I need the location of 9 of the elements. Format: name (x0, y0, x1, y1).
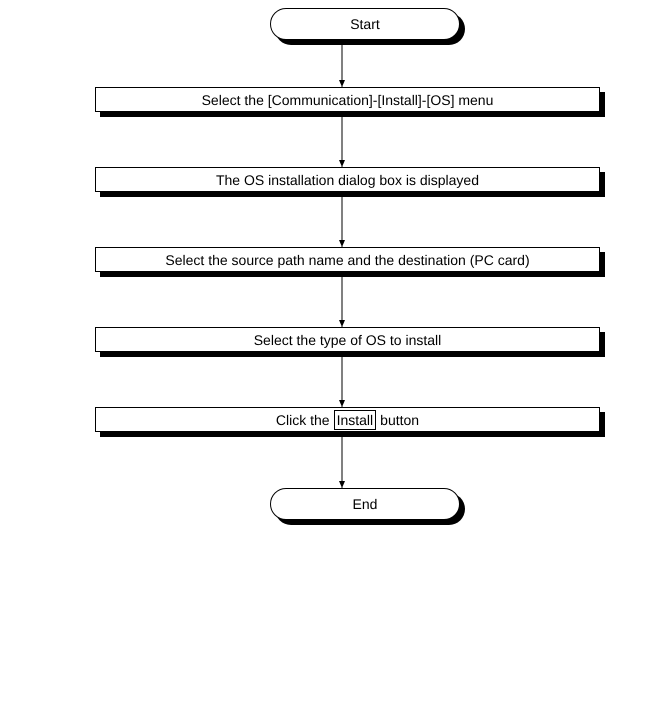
arrow (339, 276, 345, 328)
step-text: Click the (276, 412, 330, 428)
arrow (339, 436, 345, 488)
arrow (339, 116, 345, 168)
button-label: Install (334, 410, 376, 430)
arrow (339, 356, 345, 408)
arrow (339, 44, 345, 88)
arrow (339, 196, 345, 248)
step-text: button (380, 412, 420, 428)
